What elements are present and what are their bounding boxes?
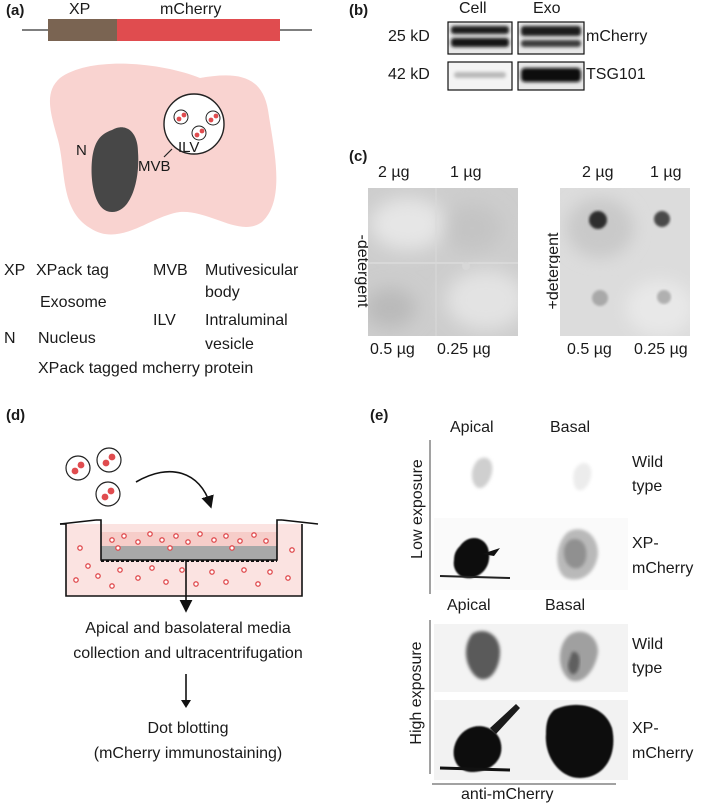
legend-exosome-text: Exosome	[40, 294, 107, 311]
e-low-xp1: XP-	[632, 535, 659, 552]
e-high-xp1: XP-	[632, 720, 659, 737]
mcherry-label: mCherry	[160, 1, 222, 18]
panel-a-letter: (a)	[6, 2, 25, 19]
dot-05ug	[592, 290, 608, 306]
legend-xp-abbr: XP	[4, 262, 26, 279]
legend-ilv-text1: Intraluminal	[205, 312, 288, 329]
legend-ilv-text2: vesicle	[205, 336, 254, 353]
d-step2-line1: Dot blotting	[147, 720, 229, 737]
legend-ilv-abbr: ILV	[153, 312, 176, 329]
e-low-apical: Apical	[450, 419, 494, 436]
legend-mvb-text1: Mutivesicular	[205, 262, 299, 279]
row2-name: TSG101	[586, 66, 646, 83]
row2-size: 42 kD	[388, 66, 430, 83]
dot-1ug	[654, 211, 670, 227]
e-high-basal: Basal	[545, 597, 586, 614]
ilv-3	[191, 125, 207, 141]
e-footer: anti-mCherry	[461, 786, 554, 803]
ilv-2	[205, 110, 221, 126]
legend-mvb-abbr: MVB	[153, 262, 188, 279]
c-right-1ug: 1 µg	[650, 164, 682, 181]
blot-low-wt	[434, 444, 628, 512]
xp-segment	[48, 19, 117, 41]
e-high-wt1: Wild	[632, 636, 664, 653]
nucleus-label: N	[76, 142, 87, 159]
mcherry-segment	[117, 19, 280, 41]
e-high-wt2: type	[632, 660, 663, 677]
dot-blot-minus-detergent	[368, 188, 518, 336]
ilv-1	[173, 109, 189, 125]
mvb-circle	[163, 93, 225, 155]
western-blot	[447, 21, 585, 91]
c-right-2ug: 2 µg	[582, 164, 614, 181]
exosome-group	[65, 447, 122, 507]
dot-blot-plus-detergent	[560, 188, 690, 336]
panel-d-diagram	[59, 447, 319, 613]
d-step2-line2: (mCherry immunostaining)	[93, 745, 283, 762]
c-left-05ug: 0.5 µg	[370, 341, 415, 358]
panel-a-diagram	[22, 19, 312, 235]
row1-name: mCherry	[586, 28, 648, 45]
legend-n-abbr: N	[4, 330, 16, 347]
c-left-1ug: 1 µg	[450, 164, 482, 181]
curved-arrow	[135, 470, 214, 509]
nucleus	[91, 127, 139, 212]
arrow-down-2	[181, 674, 191, 708]
c-left-2ug: 2 µg	[378, 164, 410, 181]
col-cell: Cell	[459, 0, 487, 17]
panel-d-letter: (d)	[6, 407, 26, 424]
panel-c-letter: (c)	[349, 148, 368, 165]
e-low-xp2: mCherry	[632, 560, 694, 577]
d-step1-line2: collection and ultracentrifugation	[73, 645, 303, 662]
c-left-025ug: 0.25 µg	[437, 341, 491, 358]
d-step1-line1: Apical and basolateral media	[85, 620, 291, 637]
e-high-apical: Apical	[447, 597, 491, 614]
e-low-wt1: Wild	[632, 454, 664, 471]
c-right-025ug: 0.25 µg	[634, 341, 688, 358]
blot-high-wt	[434, 624, 628, 692]
cell-monolayer	[101, 546, 277, 560]
legend-xp-text: XPack tag	[36, 262, 109, 279]
c-right-05ug: 0.5 µg	[567, 341, 612, 358]
dot-025ug	[657, 290, 671, 304]
xp-label: XP	[69, 1, 91, 18]
col-exo: Exo	[533, 0, 561, 17]
particles	[73, 531, 295, 589]
row1-size: 25 kD	[388, 28, 430, 45]
ilv-label: ILV	[178, 139, 200, 156]
panel-e-letter: (e)	[370, 407, 389, 424]
dot-2ug	[589, 211, 607, 229]
panel-e-blots	[429, 440, 628, 785]
e-low-basal: Basal	[550, 419, 591, 436]
legend-n-text: Nucleus	[38, 330, 96, 347]
e-low-wt2: type	[632, 478, 663, 495]
panel-b-letter: (b)	[349, 2, 369, 19]
e-high-xp2: mCherry	[632, 745, 694, 762]
legend-mvb-text2: body	[205, 284, 240, 301]
mvb-label: MVB	[138, 158, 171, 175]
legend-dot-text: XPack tagged mcherry protein	[38, 360, 254, 377]
